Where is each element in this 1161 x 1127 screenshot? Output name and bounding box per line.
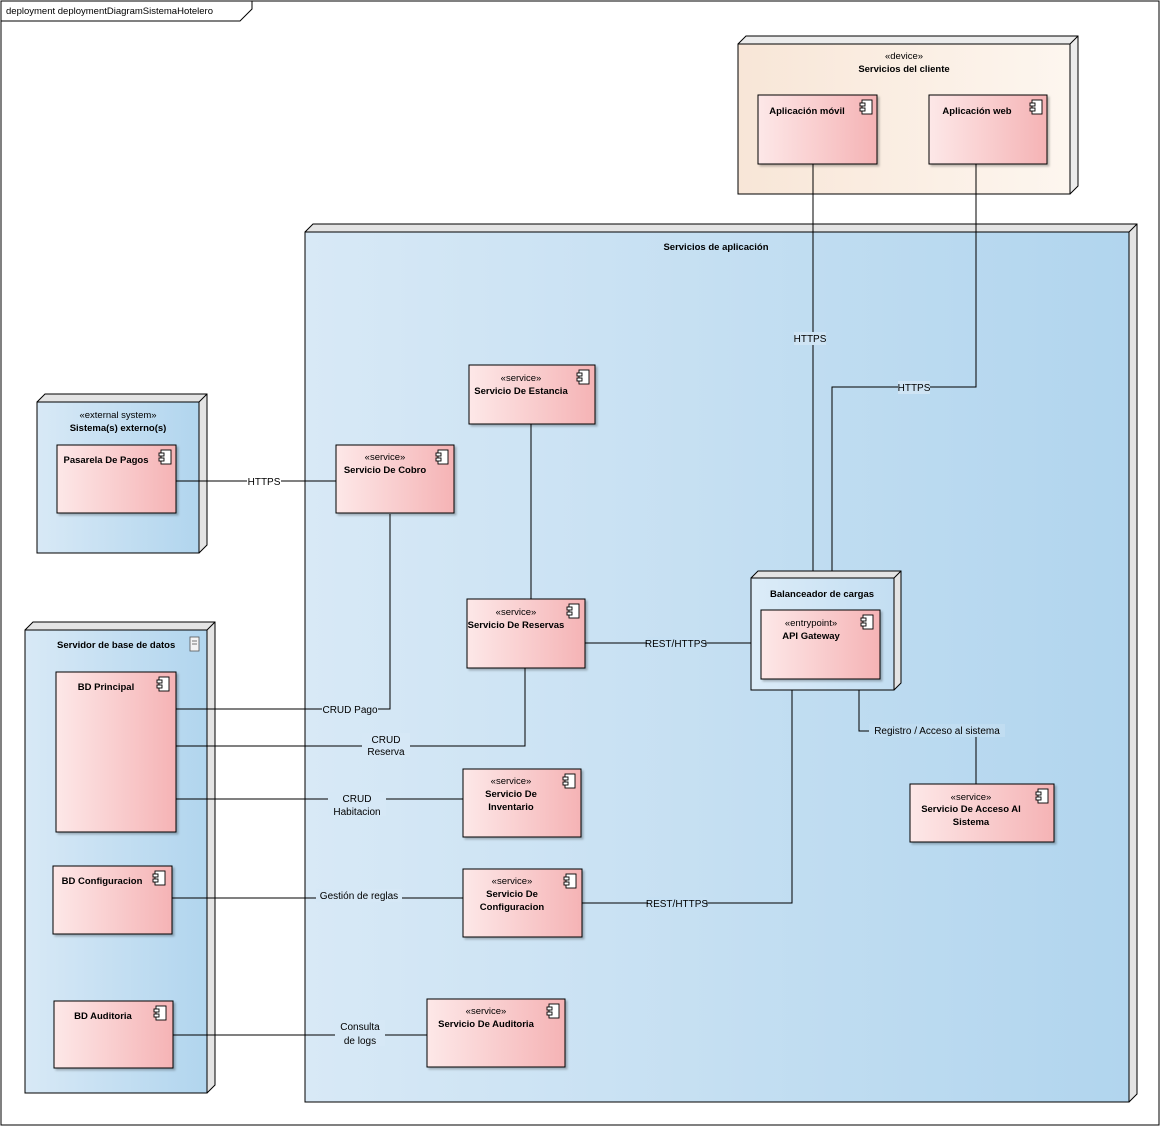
component-icon — [562, 773, 576, 789]
label-principal-cobro: CRUD Pago — [322, 705, 377, 716]
component-api-gateway[interactable]: «entrypoint» API Gateway — [760, 609, 881, 680]
node-title: Servidor de base de datos — [57, 640, 175, 651]
component-icon — [156, 676, 170, 692]
component-stereotype: «service» — [951, 792, 992, 803]
component-stereotype: «service» — [365, 452, 406, 463]
label-config-bd: Gestión de reglas — [320, 891, 398, 902]
connector-labels: HTTPS HTTPS HTTPS REST/HTTPS REST/HTTPS … — [247, 332, 1005, 1047]
component-title: Pasarela De Pagos — [63, 455, 148, 466]
component-bd-configuracion[interactable]: BD Configuracion — [52, 865, 173, 935]
node-title: Sistema(s) externo(s) — [70, 423, 167, 434]
component-title: Servicio De Estancia — [474, 386, 568, 397]
component-title: BD Auditoria — [74, 1011, 132, 1022]
node-servicios-de-aplicacion[interactable]: Servicios de aplicación — [304, 223, 1138, 1103]
server-icon — [189, 636, 200, 652]
label-reservas-gateway: REST/HTTPS — [645, 639, 708, 650]
component-stereotype: «service» — [466, 1006, 507, 1017]
component-servicio-de-configuracion[interactable]: «service» Servicio De Configuracion — [462, 868, 583, 938]
label-principal-reservas-1: CRUD — [372, 735, 401, 746]
node-stereotype: «device» — [885, 51, 923, 62]
component-stereotype: «service» — [492, 876, 533, 887]
component-pasarela-de-pagos[interactable]: Pasarela De Pagos — [56, 444, 177, 514]
component-bd-principal[interactable]: BD Principal — [55, 671, 177, 833]
label-gateway-acceso: Registro / Acceso al sistema — [874, 726, 1000, 737]
component-servicio-de-reservas[interactable]: «service» Servicio De Reservas — [466, 598, 586, 669]
component-servicio-de-auditoria[interactable]: «service» Servicio De Auditoria — [426, 998, 566, 1068]
component-servicio-de-estancia[interactable]: «service» Servicio De Estancia — [468, 364, 596, 425]
component-icon — [566, 603, 580, 619]
component-title: BD Configuracion — [62, 876, 143, 887]
node-title: Servicios del cliente — [858, 64, 949, 75]
component-icon — [158, 449, 172, 465]
label-principal-inventario-2: Habitacion — [333, 807, 380, 818]
label-auditoria-bd-1: Consulta — [340, 1022, 380, 1033]
component-title-2: Configuracion — [480, 902, 545, 913]
component-icon — [152, 870, 166, 886]
component-stereotype: «entrypoint» — [785, 618, 837, 629]
component-title: Aplicación web — [942, 106, 1011, 117]
label-principal-inventario-1: CRUD — [343, 794, 372, 805]
component-icon — [576, 369, 590, 385]
component-title-1: Servicio De Acceso Al — [921, 804, 1021, 815]
component-servicio-de-acceso[interactable]: «service» Servicio De Acceso Al Sistema — [909, 783, 1055, 843]
node-title: Balanceador de cargas — [770, 589, 874, 600]
component-title-1: Servicio De — [485, 789, 537, 800]
connector-principal-reservas[interactable] — [176, 668, 526, 747]
component-title: Servicio De Auditoria — [438, 1019, 534, 1030]
component-icon — [1035, 788, 1049, 804]
label-pasarela-cobro: HTTPS — [248, 477, 281, 488]
label-movil-gateway: HTTPS — [794, 334, 827, 345]
component-icon — [153, 1005, 167, 1021]
label-web-gateway: HTTPS — [898, 383, 931, 394]
component-aplicacion-movil[interactable]: Aplicación móvil — [757, 94, 878, 165]
node-stereotype: «external system» — [79, 410, 156, 421]
component-icon — [859, 99, 873, 115]
connector-principal-cobro[interactable] — [176, 514, 391, 710]
component-title: Servicio De Reservas — [468, 620, 565, 631]
label-config-gateway: REST/HTTPS — [646, 899, 709, 910]
node-title: Servicios de aplicación — [663, 242, 768, 253]
component-aplicacion-web[interactable]: Aplicación web — [928, 94, 1048, 165]
label-principal-reservas-2: Reserva — [367, 747, 405, 758]
component-title: Servicio De Cobro — [344, 465, 427, 476]
component-icon — [563, 873, 577, 889]
label-auditoria-bd-2: de logs — [344, 1036, 376, 1047]
component-stereotype: «service» — [491, 776, 532, 787]
component-title: Aplicación móvil — [769, 106, 845, 117]
component-icon — [1029, 99, 1043, 115]
component-icon — [435, 449, 449, 465]
component-stereotype: «service» — [496, 607, 537, 618]
component-title-2: Sistema — [953, 817, 990, 828]
component-title-2: Inventario — [488, 802, 534, 813]
component-servicio-de-cobro[interactable]: «service» Servicio De Cobro — [335, 444, 455, 514]
component-title-1: Servicio De — [486, 889, 538, 900]
component-servicio-de-inventario[interactable]: «service» Servicio De Inventario — [462, 768, 582, 838]
component-title: BD Principal — [78, 682, 135, 693]
component-icon — [860, 614, 874, 630]
frame-title: deployment deploymentDiagramSistemaHotel… — [6, 6, 213, 17]
component-title: API Gateway — [782, 631, 840, 642]
component-icon — [546, 1003, 560, 1019]
component-bd-auditoria[interactable]: BD Auditoria — [53, 1000, 174, 1069]
component-stereotype: «service» — [501, 373, 542, 384]
